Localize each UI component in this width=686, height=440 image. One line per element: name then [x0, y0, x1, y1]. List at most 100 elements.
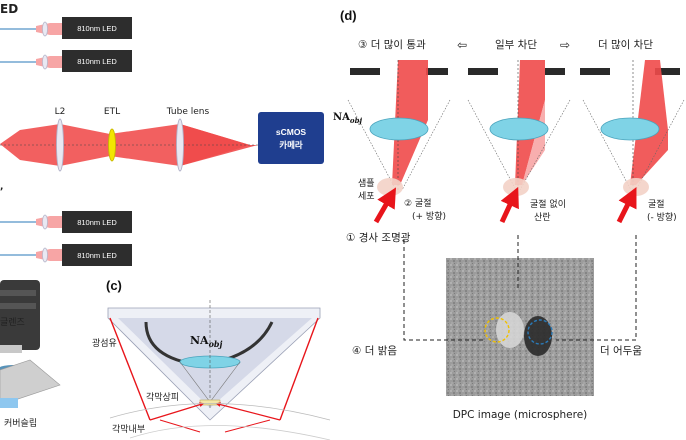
- fiber-left: [109, 317, 151, 421]
- na-cone-line: [467, 99, 517, 191]
- darker-label: 더 어두움: [600, 345, 642, 357]
- etl-lens-icon: [108, 128, 116, 162]
- na-cone-line: [635, 99, 685, 191]
- l2-lens-icon: [56, 118, 64, 172]
- led-beam: [36, 249, 62, 261]
- coverslip-label: 커버슬립: [4, 418, 37, 429]
- block-more-label: 더 많이 차단: [598, 39, 653, 51]
- bright-region-highlight: [484, 317, 510, 343]
- objective-tip: [0, 345, 22, 353]
- objective-ring: [0, 303, 36, 309]
- aperture-stop: [468, 68, 498, 75]
- oblique-illumination-arrow: [373, 187, 396, 224]
- connector-bright: [403, 240, 484, 341]
- sample-icon: [199, 399, 221, 406]
- right-arrow-icon: ⇨: [560, 38, 570, 52]
- no-refract-line1: 굴절 없이: [530, 198, 566, 210]
- epithelium-label: 각막상피: [146, 391, 179, 403]
- panel-b-leds: , 810nm LED 810nm LED: [0, 182, 132, 266]
- led-beam: [36, 23, 62, 35]
- sample-label-line1: 샘플: [358, 178, 375, 189]
- cornea-inner-surface: [129, 425, 331, 440]
- oblique-illumination-arrow: [499, 186, 519, 224]
- dpc-column-2: 굴절 없이 산란: [467, 60, 571, 224]
- na-cone-line: [401, 99, 451, 191]
- l2-label: L2: [55, 107, 66, 117]
- cornea-surface: [109, 403, 331, 421]
- sample-label-line2: 세포: [358, 191, 375, 202]
- panel-a-top-leds: ED 810nm LED 810nm LED: [0, 2, 132, 72]
- objective-ring: [0, 290, 36, 296]
- inner-cornea-label: 각막내부: [112, 423, 145, 435]
- dpc-column-3: 굴절 (- 방향): [582, 60, 685, 224]
- sample-cell-icon: [377, 178, 403, 196]
- na-sub: obj: [209, 339, 223, 349]
- led-box-3: [62, 211, 132, 233]
- brighter-label: ④ 더 밝음: [352, 345, 397, 357]
- fiber-illumination-right: [215, 402, 281, 421]
- panel-c-label: (c): [106, 278, 122, 293]
- dpc-image: [446, 258, 594, 396]
- partial-block-label: 일부 차단: [495, 38, 537, 51]
- sample-cell-icon: [503, 178, 529, 196]
- panel-c: (c) NAobj 광섬유 각막상피 각막내부: [92, 278, 331, 440]
- tube-lens-icon: [176, 118, 184, 172]
- na-sub: obj: [350, 116, 363, 125]
- na-cone-line: [582, 99, 632, 191]
- objective-holder: [0, 359, 61, 406]
- aperture-stop: [350, 68, 380, 75]
- aperture-stop: [655, 68, 680, 75]
- refract-minus-line1: 굴절: [648, 198, 665, 210]
- scmos-camera-icon: [258, 112, 324, 164]
- na-main: NA: [190, 334, 209, 347]
- collimator-lens-icon: [42, 21, 48, 37]
- fiber-scatter: [224, 419, 271, 433]
- dark-region-highlight: [527, 319, 553, 345]
- connector-dark: [556, 235, 637, 341]
- dpc-caption: DPC image (microsphere): [453, 409, 588, 421]
- refract-minus-line2: (- 방향): [647, 211, 677, 223]
- panel-d: (d) ③ 더 많이 통과 ⇦ 일부 차단 ⇨ 더 많이 차단 NAobj 샘플…: [333, 8, 685, 421]
- fiber-illumination-left: [149, 402, 205, 421]
- panel-b-fragment: ,: [0, 182, 3, 192]
- na-label-d: NAobj: [333, 112, 362, 125]
- aperture-stop: [426, 68, 448, 75]
- led-beam: [36, 216, 62, 228]
- aperture-stop: [545, 68, 565, 75]
- dark-edge: [524, 316, 552, 356]
- left-arrow-icon: ⇦: [457, 38, 467, 52]
- led-beam: [36, 56, 62, 68]
- collimator-lens-icon: [42, 247, 48, 263]
- collimator-lens-icon: [42, 54, 48, 70]
- pass-more-label: ③ 더 많이 통과: [358, 39, 426, 51]
- optical-path-row: L2 ETL Tube lens sCMOS 카메라: [0, 107, 324, 172]
- na-cone-line: [179, 361, 211, 403]
- objective-lens-icon: [369, 117, 429, 141]
- led-box-2: [62, 50, 132, 72]
- led-box-1: [62, 17, 132, 39]
- dpc-column-1: NAobj 샘플 세포 ② 굴절 (+ 방향) ① 경사 조명광: [333, 60, 451, 244]
- objective-lens-icon: [489, 117, 549, 141]
- imaging-beam-focus: [180, 124, 258, 166]
- fiber-right: [279, 317, 319, 421]
- fiber-label: 광섬유: [92, 337, 117, 349]
- lens-label-fragment: 글렌즈: [0, 317, 25, 328]
- camera-label-line2: 카메라: [279, 140, 303, 150]
- panel-a-label-fragment: ED: [0, 2, 18, 16]
- aperture-stop: [580, 68, 610, 75]
- oblique-illumination-arrow: [616, 187, 637, 224]
- led-box-2-label: 810nm LED: [77, 57, 117, 66]
- etl-label: ETL: [104, 107, 120, 117]
- tube-lens-label: Tube lens: [166, 107, 210, 117]
- objective-body: [0, 280, 40, 350]
- refract-plus-line2: (+ 방향): [412, 210, 446, 222]
- na-cone-line: [209, 361, 241, 403]
- oblique-label: ① 경사 조명광: [346, 231, 411, 244]
- sample-cell-icon: [623, 178, 649, 196]
- coverslip-icon: [0, 398, 18, 408]
- objective-lens-icon: [600, 117, 660, 141]
- na-cone-line: [519, 99, 571, 191]
- camera-label-line1: sCMOS: [276, 127, 307, 137]
- panel-d-label: (d): [340, 8, 357, 23]
